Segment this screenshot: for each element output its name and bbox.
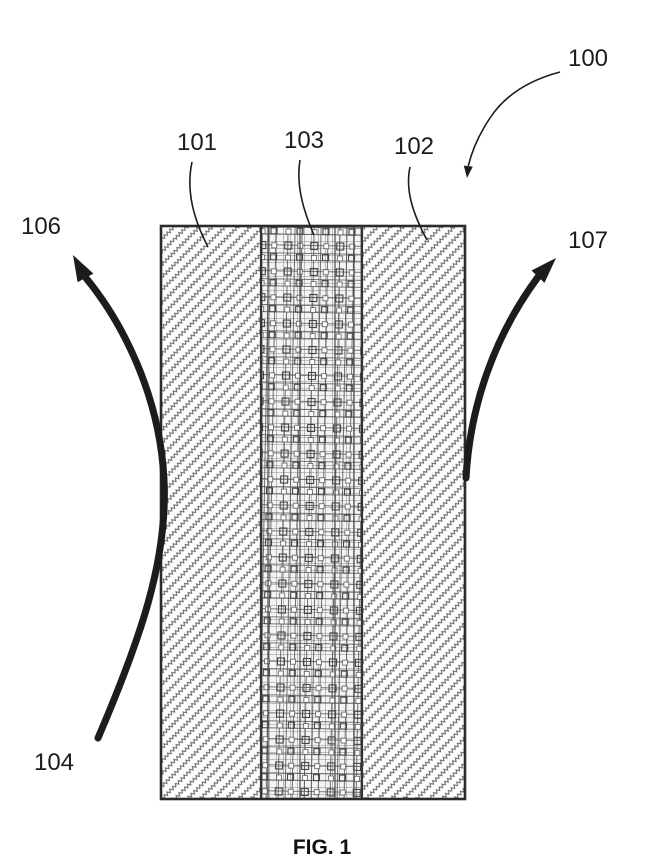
flow-arrow-right-shaft	[462, 273, 542, 482]
layer-103-streaks	[267, 226, 355, 799]
leader-100	[467, 71, 561, 167]
flow-arrows	[73, 255, 556, 742]
figure-caption: FIG. 1	[293, 836, 352, 859]
label-102: 102	[394, 133, 434, 160]
label-101: 101	[177, 129, 217, 156]
layer-103-mesh-coarse	[261, 226, 362, 799]
label-100: 100	[568, 45, 608, 72]
label-107: 107	[568, 227, 608, 254]
leader-100-arrowhead	[463, 165, 473, 178]
layer-101-hatch	[161, 226, 261, 799]
flow-arrow-right-head	[531, 258, 556, 283]
layer-102-hatch	[362, 226, 465, 799]
label-106: 106	[21, 213, 61, 240]
flow-arrow-left-head	[73, 255, 94, 283]
reference-numerals: 100 101 103 102 106 107 104	[21, 45, 608, 776]
leader-101	[189, 161, 209, 248]
layered-structure	[159, 224, 467, 801]
leader-lines	[189, 71, 561, 248]
label-103: 103	[284, 127, 324, 154]
leader-103	[298, 159, 315, 236]
label-104: 104	[34, 749, 74, 776]
leader-102	[407, 166, 428, 241]
flow-arrow-left-shaft	[82, 274, 168, 742]
